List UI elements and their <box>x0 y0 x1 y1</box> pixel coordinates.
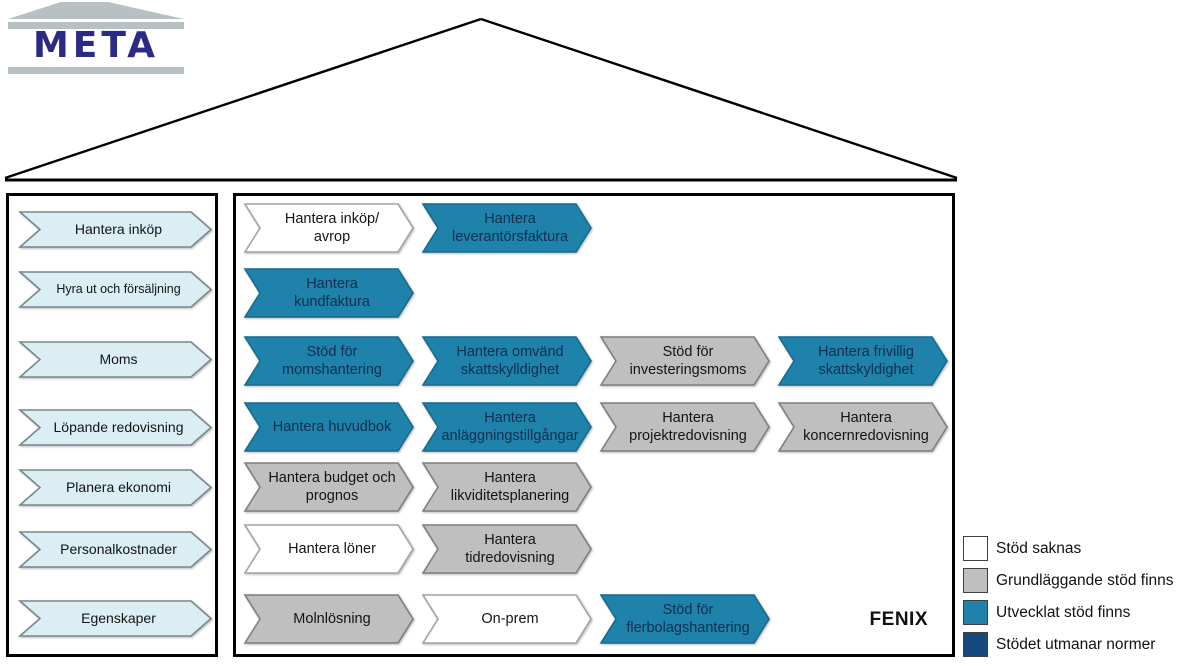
chevron-arrow-shape <box>17 211 213 248</box>
chevron-arrow-shape <box>17 409 213 446</box>
logo-bar-icon <box>8 67 184 74</box>
logo-bar-icon <box>8 22 184 29</box>
process-arrow: Stöd för flerbolagshantering <box>599 594 770 644</box>
process-arrow: Stöd för momshantering <box>243 336 414 386</box>
arrow-label: Hantera leverantörsfaktura <box>451 210 569 245</box>
legend-label: Grundläggande stöd finns <box>996 571 1174 589</box>
category-arrow: Hantera inköp <box>17 211 213 248</box>
category-arrow: Moms <box>17 341 213 378</box>
legend-swatch-basic <box>963 568 988 593</box>
chevron-arrow-shape <box>421 203 592 253</box>
chevron-arrow-shape <box>243 203 414 253</box>
legend-label: Stöd saknas <box>996 539 1082 557</box>
process-arrow: Hantera frivillig skattskyldighet <box>777 336 948 386</box>
process-arrow: Hantera löner <box>243 524 414 574</box>
category-arrow: Hyra ut och försäljning <box>17 271 213 308</box>
arrow-label: Hantera löner <box>288 540 376 557</box>
arrow-label: Hyra ut och försäljning <box>56 281 181 296</box>
chevron-arrow-shape <box>17 469 213 506</box>
chevron-arrow-shape <box>243 336 414 386</box>
chevron-arrow-shape <box>421 402 592 452</box>
arrow-label: Molnlösning <box>293 610 371 627</box>
logo-text: META <box>32 24 160 66</box>
arrow-label: Löpande redovisning <box>53 418 184 435</box>
legend-item: Utvecklat stöd finns <box>963 600 1174 625</box>
process-arrow: Molnlösning <box>243 594 414 644</box>
chevron-arrow-shape <box>599 594 770 644</box>
process-arrow: Hantera anläggningstillgångar <box>421 402 592 452</box>
chevron-arrow-shape <box>17 600 213 637</box>
process-arrow: Hantera budget och prognos <box>243 462 414 512</box>
category-arrow: Planera ekonomi <box>17 469 213 506</box>
legend-label: Stödet utmanar normer <box>996 635 1156 653</box>
chevron-arrow-shape <box>421 462 592 512</box>
arrow-label: Hantera huvudbok <box>272 418 392 435</box>
arrow-label: Stöd för flerbolagshantering <box>626 601 750 636</box>
chevron-arrow-shape <box>421 524 592 574</box>
process-arrow: Hantera inköp/ avrop <box>243 203 414 253</box>
chevron-arrow-shape <box>243 594 414 644</box>
chevron-arrow-shape <box>421 336 592 386</box>
arrow-label: Stöd för investeringsmoms <box>629 343 747 378</box>
category-arrow: Personalkostnader <box>17 531 213 568</box>
process-arrow: Hantera kundfaktura <box>243 268 414 318</box>
arrow-label: Personalkostnader <box>60 540 177 557</box>
chevron-arrow-shape <box>777 402 948 452</box>
arrow-label: Hantera budget och prognos <box>268 469 396 504</box>
process-arrow: Hantera projektredovisning <box>599 402 770 452</box>
arrow-label: Egenskaper <box>81 609 156 626</box>
legend-label: Utvecklat stöd finns <box>996 603 1131 621</box>
chevron-arrow-shape <box>777 336 948 386</box>
legend-item: Grundläggande stöd finns <box>963 568 1174 593</box>
meta-logo: META <box>6 2 186 76</box>
system-box: FENIX Hantera inköp/ avrop Hantera levera… <box>233 193 955 657</box>
arrow-label: Hantera omvänd skattskylldighet <box>456 343 564 378</box>
process-arrow: Hantera likviditetsplanering <box>421 462 592 512</box>
chevron-arrow-shape <box>421 594 592 644</box>
system-label: FENIX <box>869 609 928 630</box>
arrow-label: Hantera inköp/ avrop <box>284 210 380 245</box>
arrow-label: Hantera koncernredovisning <box>803 409 929 444</box>
arrow-label: Planera ekonomi <box>65 478 172 495</box>
arrow-label: Hantera inköp <box>74 220 163 237</box>
legend-item: Stöd saknas <box>963 536 1174 561</box>
legend-item: Stödet utmanar normer <box>963 632 1174 657</box>
arrow-label: Hantera likviditetsplanering <box>450 469 570 504</box>
arrow-label: Moms <box>99 350 138 367</box>
arrow-label: On-prem <box>481 610 539 627</box>
process-arrow: Hantera koncernredovisning <box>777 402 948 452</box>
arrow-label: Hantera projektredovisning <box>629 409 747 444</box>
process-arrow: Hantera tidredovisning <box>421 524 592 574</box>
chevron-arrow-shape <box>17 531 213 568</box>
chevron-arrow-shape <box>17 341 213 378</box>
process-arrow: Hantera omvänd skattskylldighet <box>421 336 592 386</box>
chevron-arrow-shape <box>243 524 414 574</box>
arrow-label: Stöd för momshantering <box>282 343 382 378</box>
category-arrow: Löpande redovisning <box>17 409 213 446</box>
legend-swatch-challenger <box>963 632 988 657</box>
arrow-label: Hantera frivillig skattskyldighet <box>818 343 914 378</box>
chevron-arrow-shape <box>17 271 213 308</box>
chevron-arrow-shape <box>243 268 414 318</box>
chevron-arrow-shape <box>243 462 414 512</box>
chevron-arrow-shape <box>599 402 770 452</box>
process-arrow: Hantera leverantörsfaktura <box>421 203 592 253</box>
arrow-label: Hantera kundfaktura <box>294 275 370 310</box>
arrow-label: Hantera anläggningstillgångar <box>441 409 579 444</box>
process-arrow: Hantera huvudbok <box>243 402 414 452</box>
legend-swatch-none <box>963 536 988 561</box>
chevron-arrow-shape <box>599 336 770 386</box>
process-arrow: Stöd för investeringsmoms <box>599 336 770 386</box>
arrow-label: Hantera tidredovisning <box>465 531 555 566</box>
chevron-arrow-shape <box>243 402 414 452</box>
logo-pediment-icon <box>8 2 184 19</box>
category-arrow: Egenskaper <box>17 600 213 637</box>
legend-swatch-developed <box>963 600 988 625</box>
process-arrow: On-prem <box>421 594 592 644</box>
